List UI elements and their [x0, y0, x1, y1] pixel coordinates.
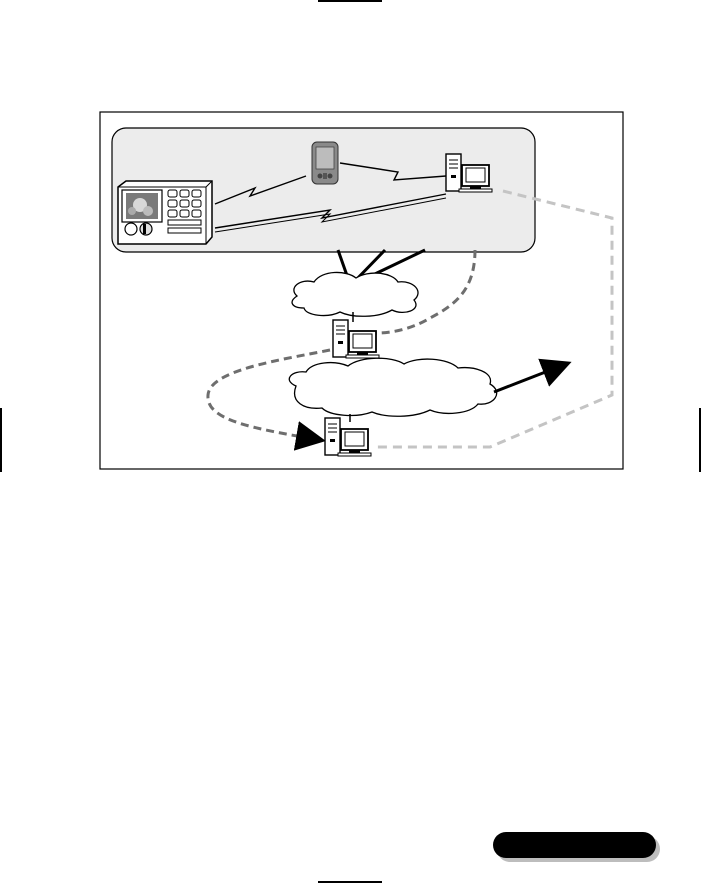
light-dashed-link [374, 189, 614, 449]
local-network-panel [111, 127, 536, 253]
dark-dashed-link-lower [206, 348, 331, 451]
cloud-icon [288, 357, 498, 417]
page-bottom-rule [318, 881, 382, 883]
chapter-tab [493, 832, 656, 858]
page-top-rule [318, 0, 382, 2]
left-crop-mark [0, 408, 2, 472]
keypad-terminal-icon [117, 180, 213, 245]
wireless-link-terminal-pda [214, 175, 307, 205]
pda-icon [311, 141, 339, 185]
wireless-link-terminal-server [214, 193, 447, 229]
dark-dashed-link-upper [375, 249, 477, 335]
cloud-icon [291, 271, 419, 317]
right-crop-mark [699, 408, 701, 472]
wireless-link-pda-server [339, 162, 447, 181]
external-link-arrow [493, 358, 572, 394]
